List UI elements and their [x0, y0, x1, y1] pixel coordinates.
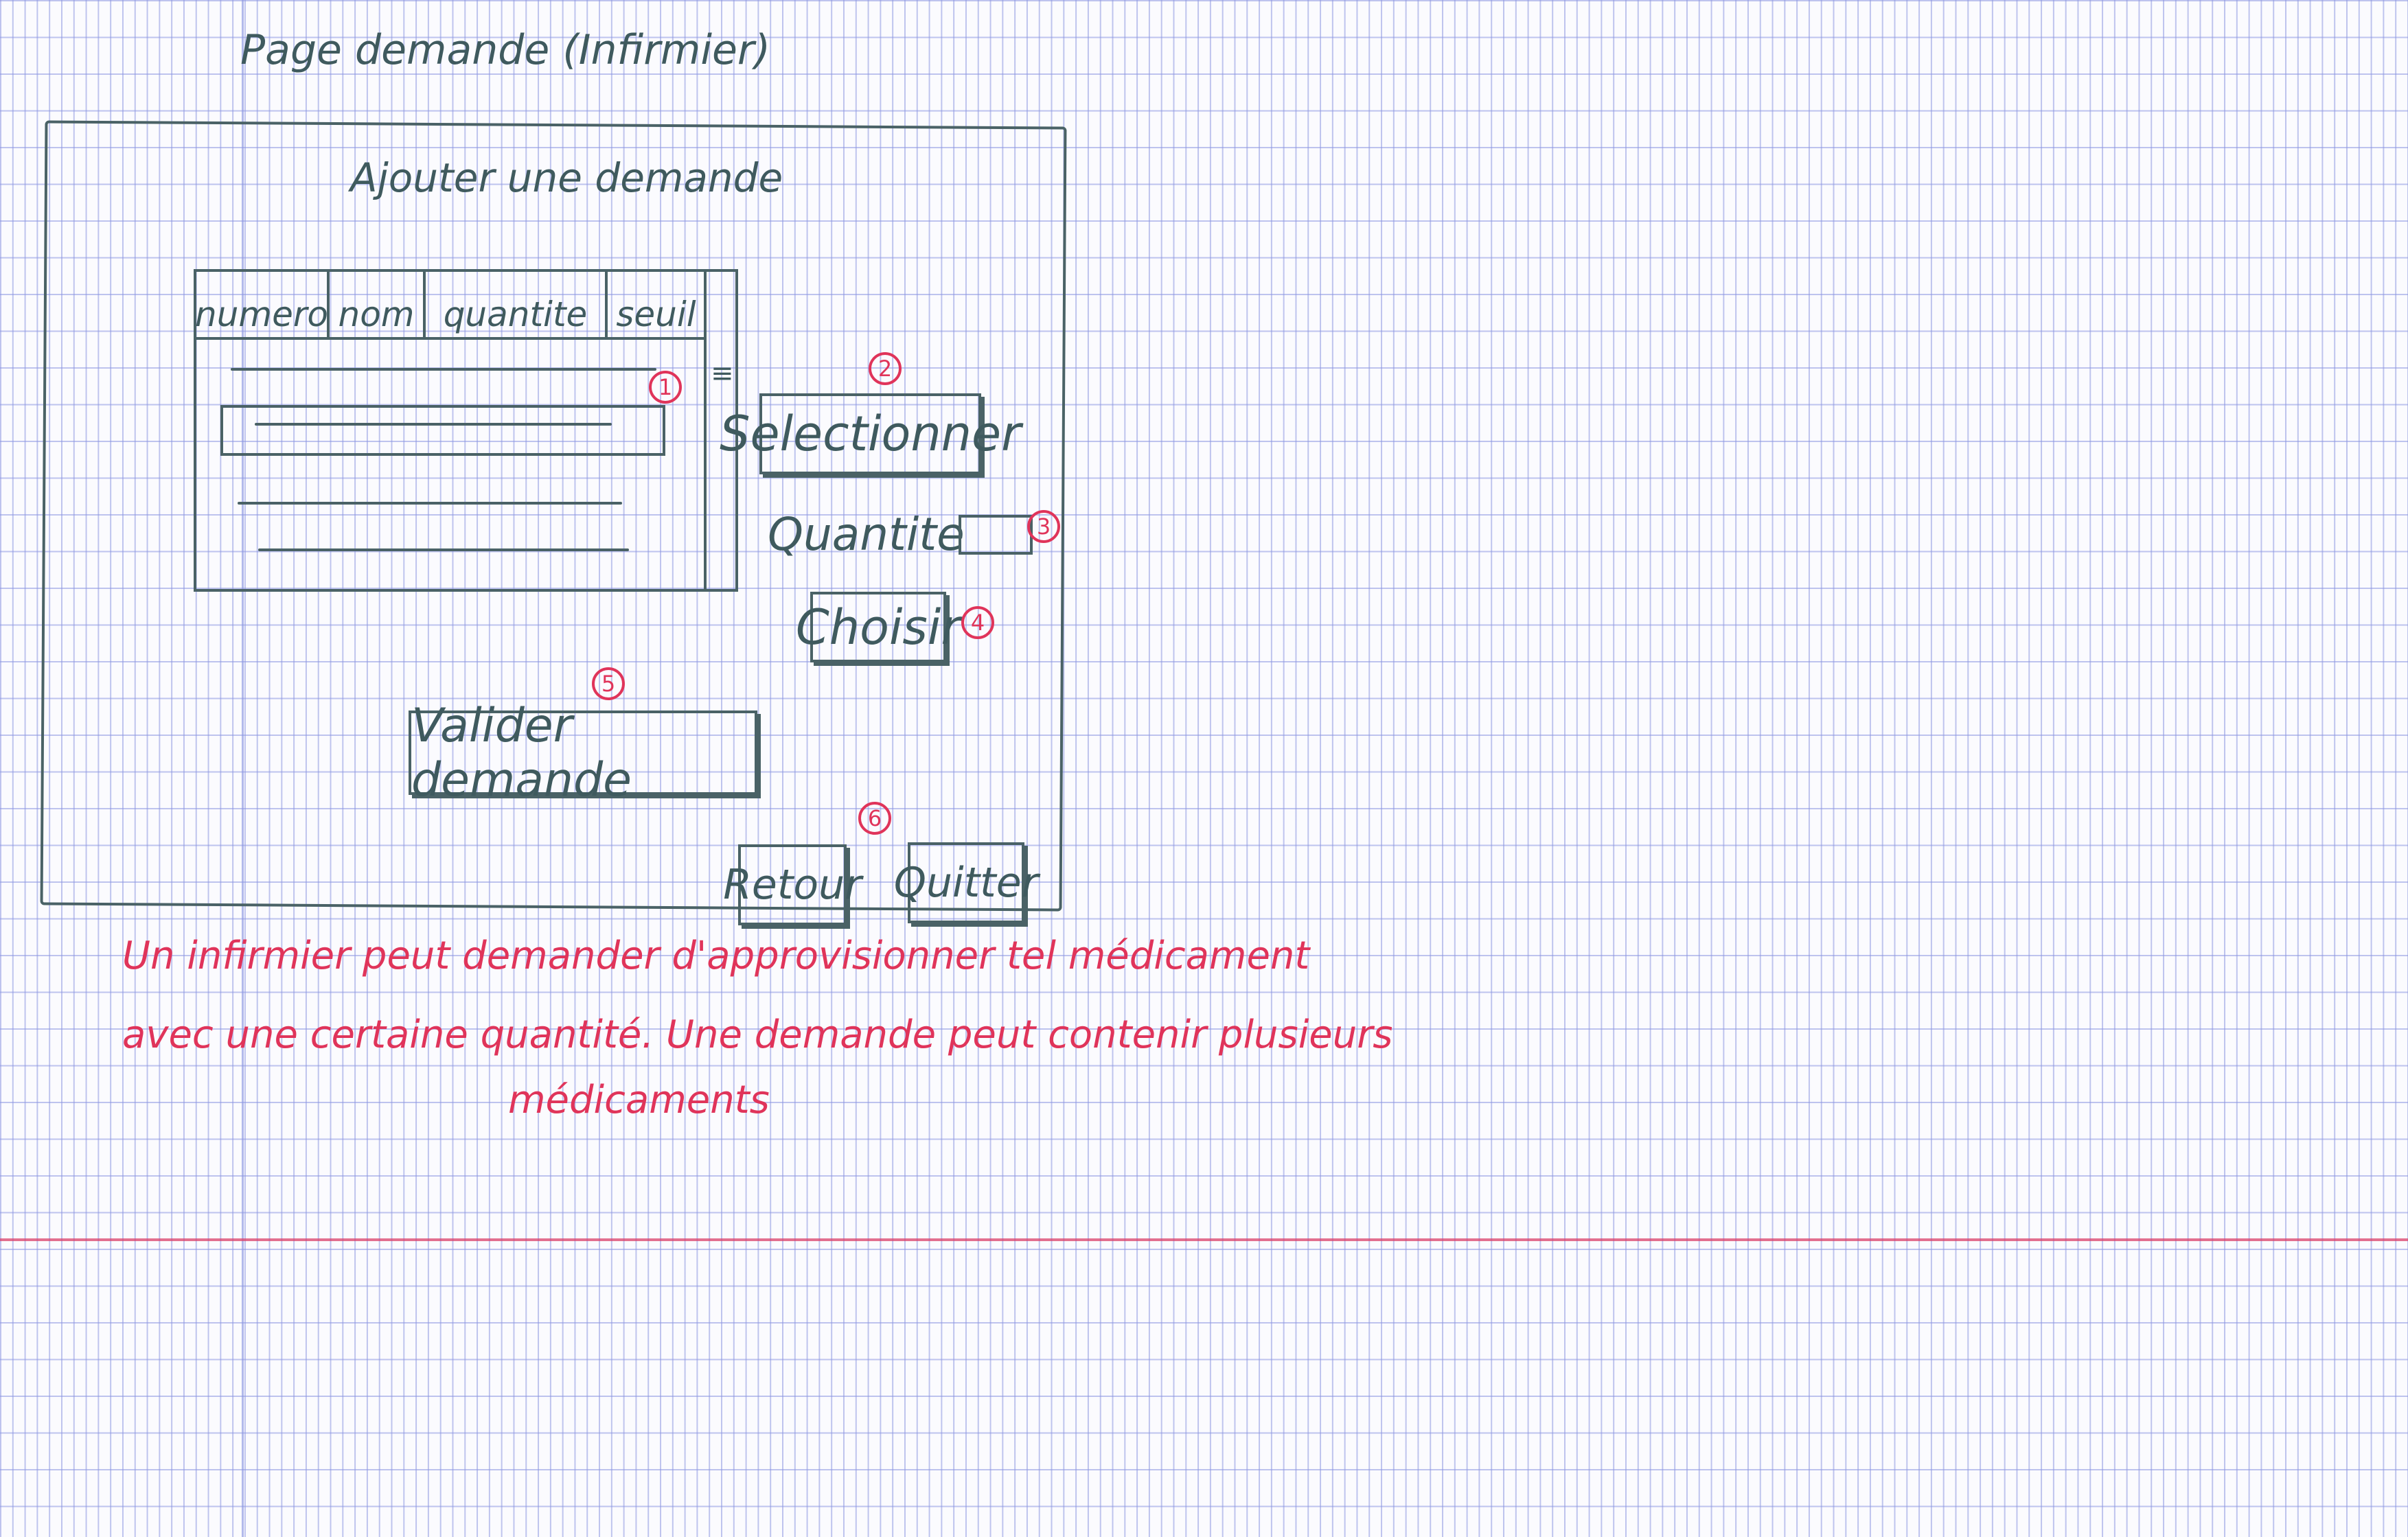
window-title: Ajouter une demande — [350, 154, 783, 201]
scroll-thumb-icon[interactable]: ≡ — [711, 358, 734, 389]
description-note-line-3: médicaments — [508, 1078, 770, 1122]
notebook-red-line — [0, 1238, 2408, 1241]
annotation-marker-2: 2 — [869, 352, 902, 385]
sketch-page-title: Page demande (Infirmier) — [240, 26, 771, 74]
return-button[interactable]: Retour — [723, 844, 862, 925]
quit-button[interactable]: Quitter — [894, 842, 1038, 923]
table-row-line — [255, 423, 612, 426]
quantity-label: Quantite — [768, 508, 965, 561]
select-button[interactable]: Selectionner — [720, 393, 1021, 474]
column-header-nom[interactable]: nom — [327, 272, 423, 337]
notebook-margin-line — [242, 0, 244, 1537]
medication-table[interactable]: numero nom quantite seuil ≡ — [194, 269, 738, 592]
table-row-selected[interactable] — [220, 405, 665, 456]
quantity-input[interactable] — [959, 515, 1033, 555]
annotation-marker-6: 6 — [858, 802, 891, 835]
column-header-seuil[interactable]: seuil — [605, 272, 704, 337]
annotation-marker-3: 3 — [1027, 510, 1060, 543]
table-row[interactable] — [238, 502, 622, 505]
table-row[interactable] — [258, 548, 629, 551]
annotation-marker-4: 4 — [961, 606, 994, 639]
table-row[interactable] — [231, 368, 656, 371]
description-note-line-2: avec une certaine quantité. Une demande … — [122, 1013, 1393, 1057]
column-header-quantite[interactable]: quantite — [423, 272, 605, 337]
choose-button[interactable]: Choisir — [796, 592, 961, 662]
annotation-marker-5: 5 — [592, 667, 625, 700]
annotation-marker-1: 1 — [649, 371, 682, 404]
description-note-line-1: Un infirmier peut demander d'approvision… — [122, 934, 1310, 978]
table-header: numero nom quantite seuil — [195, 272, 704, 340]
column-header-numero[interactable]: numero — [195, 294, 328, 334]
validate-request-button[interactable]: Valider demande — [409, 699, 757, 807]
table-scrollbar[interactable]: ≡ — [704, 272, 735, 589]
